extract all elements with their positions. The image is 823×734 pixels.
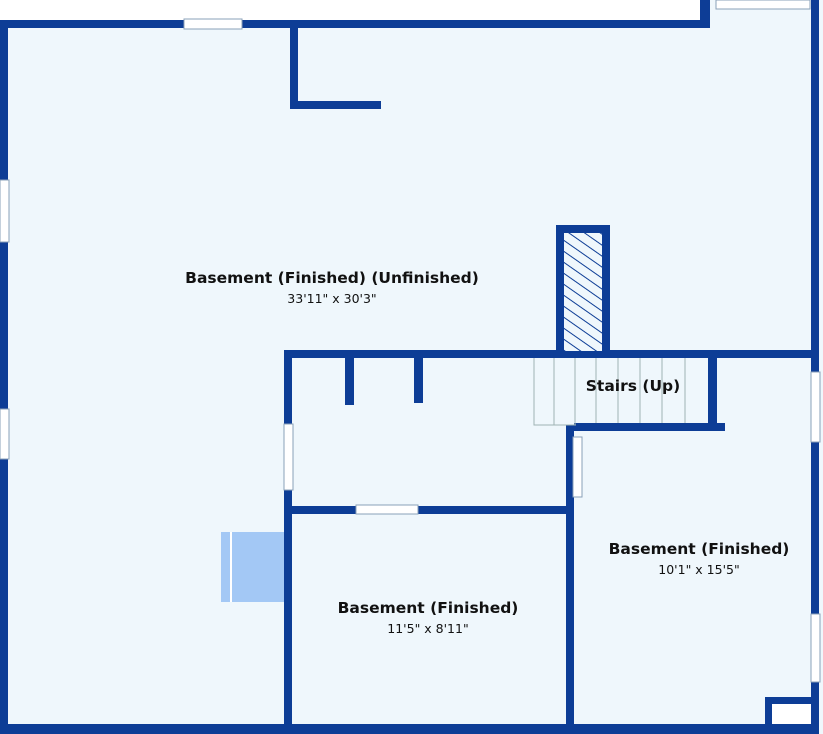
room-center-name: Basement (Finished) bbox=[338, 599, 519, 617]
room-right-name: Basement (Finished) bbox=[609, 540, 790, 558]
opening-stair-bottom bbox=[572, 436, 583, 498]
room-main-dims: 33'11" x 30'3" bbox=[287, 291, 376, 306]
window-box-small bbox=[772, 704, 811, 724]
window-right-upper bbox=[810, 371, 821, 443]
stairs-treads bbox=[533, 358, 686, 426]
opening-center-top bbox=[355, 504, 419, 515]
window-left-upper bbox=[0, 179, 10, 243]
stairs-label: Stairs (Up) bbox=[586, 377, 680, 395]
window-top-left bbox=[183, 18, 243, 30]
chimney-hatch bbox=[564, 233, 602, 351]
appliance bbox=[221, 532, 284, 602]
window-top-right bbox=[715, 0, 811, 10]
interior-walls bbox=[284, 24, 819, 727]
window-right-lower bbox=[810, 613, 821, 683]
room-center-dims: 11'5" x 8'11" bbox=[387, 621, 468, 636]
room-right-dims: 10'1" x 15'5" bbox=[658, 562, 739, 577]
window-left-lower bbox=[0, 408, 10, 460]
opening-center-left bbox=[283, 423, 294, 491]
room-main-name: Basement (Finished) (Unfinished) bbox=[185, 269, 479, 287]
